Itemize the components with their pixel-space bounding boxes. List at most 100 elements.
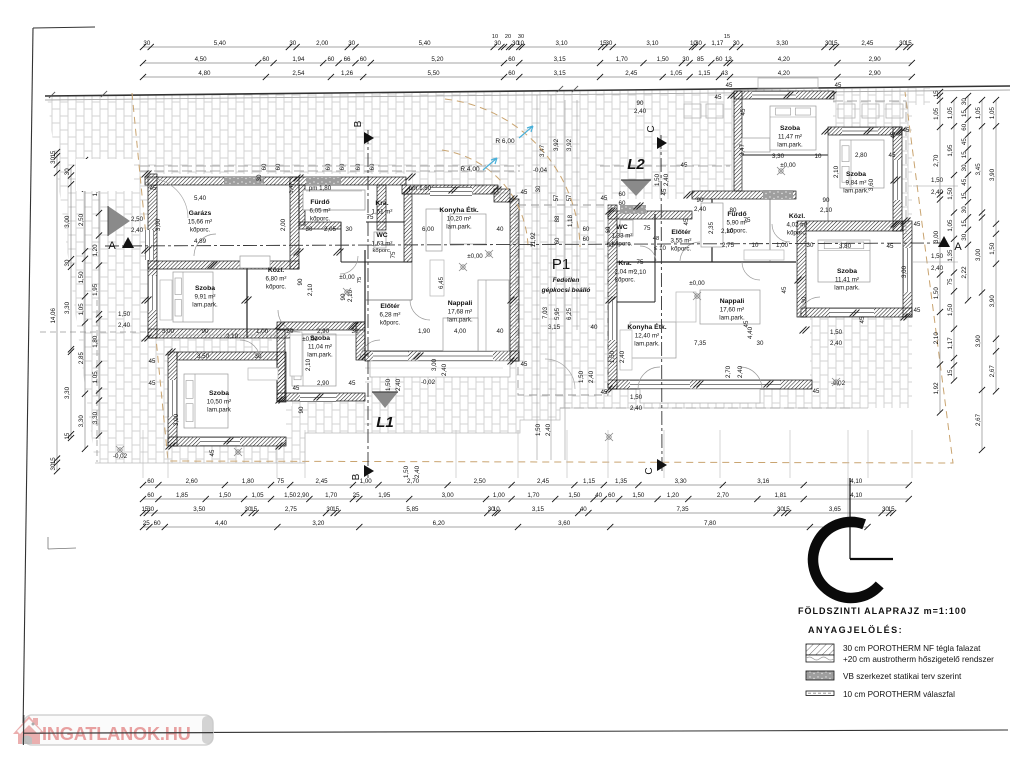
- svg-text:75: 75: [390, 251, 397, 258]
- svg-text:60: 60: [370, 163, 376, 170]
- svg-text:30: 30: [961, 206, 968, 213]
- svg-text:1,50: 1,50: [578, 370, 585, 383]
- svg-text:40: 40: [497, 226, 504, 233]
- svg-text:4,02 m²: 4,02 m²: [787, 222, 808, 229]
- svg-text:6,45: 6,45: [438, 276, 445, 289]
- svg-text:2,40: 2,40: [663, 173, 670, 186]
- svg-text:2,40: 2,40: [931, 189, 944, 196]
- svg-text:A: A: [108, 240, 116, 252]
- svg-text:30: 30: [695, 40, 702, 47]
- svg-text:45: 45: [521, 190, 528, 196]
- svg-text:2,90: 2,90: [869, 70, 882, 77]
- svg-text:75: 75: [277, 478, 284, 485]
- svg-text:pm 1,80: pm 1,80: [409, 185, 432, 192]
- svg-text:6,28 m²: 6,28 m²: [380, 312, 401, 319]
- svg-text:1,05: 1,05: [989, 107, 996, 120]
- svg-text:3,15: 3,15: [532, 506, 545, 513]
- svg-text:15: 15: [947, 369, 954, 376]
- svg-text:Nappali: Nappali: [720, 298, 745, 305]
- svg-text:10 cm POROTHERM válaszfal: 10 cm POROTHERM válaszfal: [843, 690, 955, 699]
- svg-text:gépkocsi beálló: gépkocsi beálló: [541, 287, 591, 294]
- svg-text:66: 66: [344, 56, 351, 63]
- svg-text:30: 30: [518, 34, 524, 40]
- svg-text:1,50: 1,50: [830, 329, 843, 336]
- svg-text:6,05 m²: 6,05 m²: [310, 208, 331, 215]
- svg-text:2,10: 2,10: [634, 269, 647, 276]
- svg-text:Előtér: Előtér: [671, 229, 691, 236]
- svg-text:1,20: 1,20: [92, 244, 99, 257]
- svg-text:1,81: 1,81: [775, 492, 788, 499]
- svg-text:1,50: 1,50: [535, 423, 542, 436]
- svg-text:3,50: 3,50: [197, 353, 210, 360]
- svg-text:3,30: 3,30: [772, 153, 785, 160]
- svg-text:2,40: 2,40: [118, 322, 131, 329]
- svg-text:60: 60: [326, 163, 332, 170]
- svg-text:3,30: 3,30: [92, 411, 99, 424]
- svg-text:3,30: 3,30: [78, 415, 85, 428]
- svg-text:2,70: 2,70: [725, 365, 732, 378]
- svg-text:75: 75: [637, 259, 644, 266]
- svg-text:1,95: 1,95: [92, 283, 99, 296]
- svg-text:45: 45: [740, 108, 747, 115]
- svg-text:2,45: 2,45: [316, 478, 329, 485]
- svg-text:2,67: 2,67: [975, 413, 982, 426]
- svg-text:90: 90: [298, 406, 305, 413]
- svg-text:3,15: 3,15: [554, 56, 567, 63]
- svg-text:10: 10: [492, 34, 498, 40]
- svg-text:R 6,00: R 6,00: [495, 138, 515, 145]
- svg-text:30: 30: [757, 340, 764, 347]
- svg-text:pm 1,80: pm 1,80: [309, 185, 332, 192]
- svg-text:A: A: [954, 241, 962, 253]
- svg-text:60: 60: [147, 492, 154, 499]
- svg-text:3,80: 3,80: [839, 243, 852, 250]
- svg-text:lam.park.: lam.park.: [192, 302, 218, 309]
- svg-text:2,00: 2,00: [280, 218, 287, 231]
- svg-text:60: 60: [154, 520, 161, 527]
- svg-text:±0,00: ±0,00: [467, 253, 483, 260]
- svg-text:1,26: 1,26: [341, 70, 354, 77]
- svg-text:kőporc.: kőporc.: [380, 320, 401, 327]
- svg-text:45: 45: [743, 320, 750, 327]
- svg-text:3,30: 3,30: [675, 478, 688, 485]
- svg-text:15: 15: [724, 34, 730, 40]
- svg-text:10: 10: [815, 153, 822, 160]
- svg-text:±0,00: ±0,00: [689, 280, 705, 287]
- svg-text:3,60: 3,60: [868, 178, 875, 191]
- svg-text:45: 45: [813, 389, 820, 395]
- svg-text:2,50: 2,50: [474, 478, 487, 485]
- svg-text:1,50: 1,50: [654, 173, 661, 186]
- svg-text:45: 45: [601, 390, 608, 396]
- svg-text:1,33 m²: 1,33 m²: [612, 233, 633, 240]
- svg-text:Szoba: Szoba: [195, 285, 215, 292]
- svg-text:1,95: 1,95: [378, 492, 391, 499]
- svg-text:kőporc.: kőporc.: [615, 277, 636, 284]
- svg-text:7,35: 7,35: [676, 506, 689, 513]
- svg-text:90: 90: [202, 328, 209, 335]
- svg-text:75: 75: [644, 225, 651, 232]
- svg-text:1,35: 1,35: [615, 478, 628, 485]
- svg-text:3,15: 3,15: [548, 324, 561, 331]
- svg-text:kőporc.: kőporc.: [190, 227, 211, 234]
- svg-text:5,95: 5,95: [554, 307, 561, 320]
- svg-text:45: 45: [681, 162, 688, 169]
- svg-text:5,40: 5,40: [419, 40, 432, 47]
- svg-text:85: 85: [697, 56, 704, 63]
- svg-text:45: 45: [149, 380, 156, 387]
- svg-text:15: 15: [961, 220, 968, 227]
- svg-text:2,75: 2,75: [285, 506, 298, 513]
- svg-text:WC: WC: [376, 232, 387, 239]
- svg-text:1,05: 1,05: [92, 371, 99, 384]
- svg-text:6,20: 6,20: [433, 520, 446, 527]
- svg-text:±0,00: ±0,00: [780, 162, 796, 169]
- svg-text:1,50: 1,50: [931, 253, 944, 260]
- svg-text:Kra.: Kra.: [618, 260, 631, 267]
- svg-text:45: 45: [961, 138, 968, 145]
- svg-text:2,40: 2,40: [931, 265, 944, 272]
- svg-text:57: 57: [554, 194, 560, 201]
- svg-text:45: 45: [889, 152, 896, 159]
- svg-text:-0,04: -0,04: [533, 167, 548, 174]
- svg-text:1,00: 1,00: [256, 328, 269, 335]
- svg-text:C: C: [646, 125, 657, 132]
- svg-text:11,04 m²: 11,04 m²: [308, 344, 332, 351]
- svg-text:1,63 m²: 1,63 m²: [372, 241, 393, 248]
